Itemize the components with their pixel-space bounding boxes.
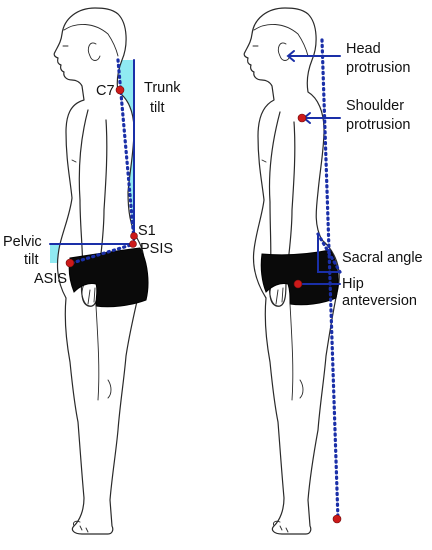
- sacral-angle-line: [316, 232, 342, 274]
- head-label: Head: [346, 41, 381, 57]
- shoulder-landmark: [297, 113, 307, 123]
- s1-landmark: [130, 232, 138, 240]
- pelvic-tilt-label: tilt: [24, 252, 39, 268]
- trunk-label: Trunk: [144, 80, 181, 96]
- head-protrusion-arrow: [286, 50, 341, 62]
- asis-landmark: [65, 258, 75, 268]
- left-arm: [78, 109, 108, 307]
- right-ear: [277, 42, 291, 61]
- psis-landmark: [129, 240, 137, 248]
- c7-landmark: [115, 85, 125, 95]
- left-foot: [73, 520, 89, 533]
- hip-landmark: [293, 279, 303, 289]
- head-protrusion-label: protrusion: [346, 60, 410, 76]
- left-hair: [63, 24, 119, 57]
- right-foot: [273, 520, 289, 533]
- trunk-tilt-label: tilt: [150, 100, 165, 116]
- hip-anteversion-label: anteversion: [342, 293, 417, 309]
- left-ear: [87, 42, 101, 61]
- c7-label: C7: [96, 83, 115, 99]
- sacral-vertical-line: [317, 233, 341, 273]
- left-hand: [81, 283, 96, 307]
- right-figure: Head protrusion Shoulder protrusion Sacr…: [243, 7, 423, 535]
- s1-label: S1: [138, 223, 156, 239]
- right-hair: [253, 24, 309, 57]
- shoulder-protrusion-label: protrusion: [346, 117, 410, 133]
- left-knee: [95, 305, 112, 401]
- right-arm: [268, 111, 296, 307]
- pelvic-reference-line: [70, 242, 136, 265]
- asis-label: ASIS: [34, 271, 67, 287]
- shoulder-label: Shoulder: [346, 98, 404, 114]
- right-knee: [289, 303, 304, 401]
- psis-label: PSIS: [140, 241, 173, 257]
- hip-label: Hip: [342, 276, 364, 292]
- ankle-landmark: [332, 514, 342, 524]
- right-nipple: [261, 159, 267, 163]
- sacral-angle-label: Sacral angle: [342, 250, 423, 266]
- pelvic-label: Pelvic: [3, 234, 42, 250]
- left-nipple: [71, 159, 77, 163]
- left-figure: C7 Trunk tilt S1 PSIS Pelvic tilt ASIS: [3, 7, 181, 535]
- trunk-reference-line: [116, 58, 136, 242]
- plumb-line: [320, 38, 340, 522]
